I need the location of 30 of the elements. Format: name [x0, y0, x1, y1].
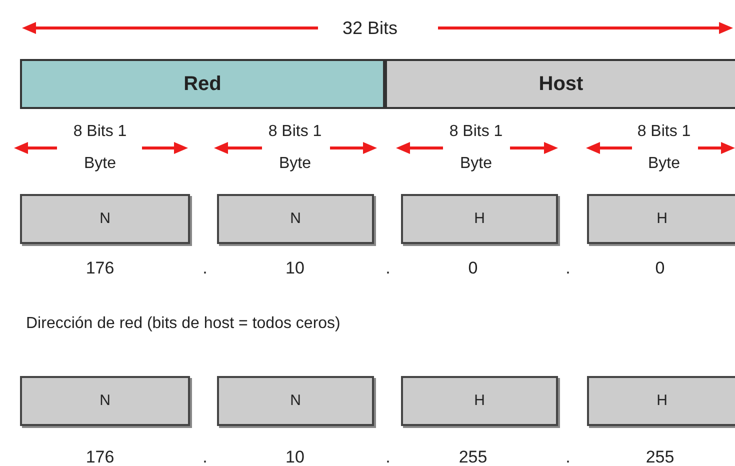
- octet-value: 176: [86, 448, 114, 466]
- separator-dot: .: [202, 260, 208, 276]
- octet-box: N: [217, 194, 374, 244]
- separator-dot: .: [202, 448, 208, 466]
- separator-dot: .: [386, 448, 390, 466]
- octet-value: 0: [468, 260, 478, 276]
- octet-box: H: [587, 194, 735, 244]
- size-label: 8 Bits 1 Byte: [267, 122, 323, 174]
- separator-dot: .: [386, 260, 390, 276]
- size-label: 8 Bits 1 Byte: [72, 122, 128, 174]
- caption-text: Dirección de red (bits de host = todos ceros): [26, 316, 340, 332]
- dimension-label: 32 Bits: [341, 19, 399, 37]
- octet-value: 0: [655, 260, 665, 276]
- separator-dot: .: [566, 260, 570, 276]
- octet-box: N: [20, 194, 190, 244]
- field-bar: Host: [385, 59, 735, 109]
- size-label: 8 Bits 1 Byte: [448, 122, 504, 174]
- octet-value: 255: [458, 448, 488, 466]
- octet-box: H: [587, 376, 735, 426]
- octet-value: 10: [286, 260, 304, 276]
- octet-box: H: [401, 194, 558, 244]
- octet-value: 255: [646, 448, 674, 466]
- field-bar: Red: [20, 59, 385, 109]
- size-label: 8 Bits 1 Byte: [636, 122, 692, 174]
- octet-box: H: [401, 376, 558, 426]
- octet-value: 10: [286, 448, 304, 466]
- octet-box: N: [217, 376, 374, 426]
- octet-box: N: [20, 376, 190, 426]
- separator-dot: .: [566, 448, 570, 466]
- octet-value: 176: [86, 260, 114, 276]
